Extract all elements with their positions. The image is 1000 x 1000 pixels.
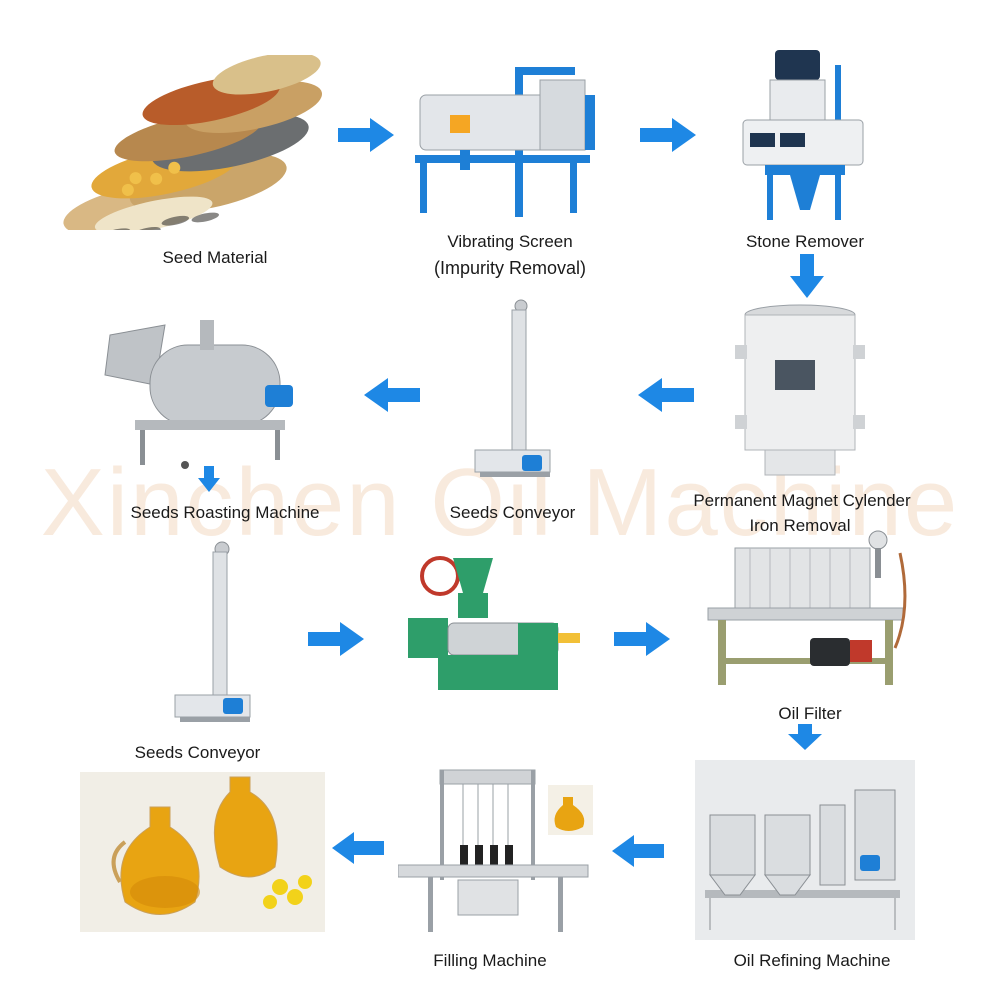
magnet-cylinder-image (735, 300, 870, 480)
oil-press-image (398, 548, 598, 698)
arrow-right-icon (640, 118, 696, 152)
oil-filter-label: Oil Filter (778, 704, 842, 723)
arrow-left-icon (332, 832, 384, 864)
vibrating-screen-sublabel: (Impurity Removal) (433, 258, 587, 278)
refining-machine-image (695, 760, 915, 940)
arrow-down-icon (790, 254, 824, 298)
oil-filter-image (700, 528, 915, 693)
stone-remover-image (735, 45, 875, 225)
stone-remover-label: Stone Remover (745, 232, 865, 251)
seeds-conveyor-image (165, 540, 265, 730)
arrow-left-icon (638, 378, 694, 412)
vibrating-screen-image (400, 55, 610, 225)
seed-material-image (60, 55, 330, 230)
seeds-conveyor-label: Seeds Conveyor (449, 503, 576, 522)
roasting-machine-label: Seeds Roasting Machine (130, 503, 320, 522)
seed-material-label: Seed Material (162, 248, 268, 267)
arrow-right-icon (308, 622, 364, 656)
filling-machine-label: Filling Machine (433, 951, 547, 970)
refining-machine-label: Oil Refining Machine (733, 951, 891, 970)
filling-machine-image (398, 765, 598, 935)
seeds-conveyor-image (460, 295, 560, 485)
magnet-cylinder-label: Permanent Magnet Cylender (693, 491, 911, 510)
arrow-right-icon (338, 118, 394, 152)
arrow-down-icon (788, 724, 822, 750)
arrow-left-icon (364, 378, 420, 412)
roasting-machine-image (95, 315, 305, 470)
oil-product-image (80, 772, 325, 932)
arrow-right-icon (614, 622, 670, 656)
seeds-conveyor-label: Seeds Conveyor (134, 743, 261, 762)
vibrating-screen-label: Vibrating Screen (447, 232, 573, 251)
arrow-down-icon (198, 466, 220, 492)
arrow-left-icon (612, 835, 664, 867)
magnet-cylinder-sublabel: Iron Removal (749, 516, 851, 535)
